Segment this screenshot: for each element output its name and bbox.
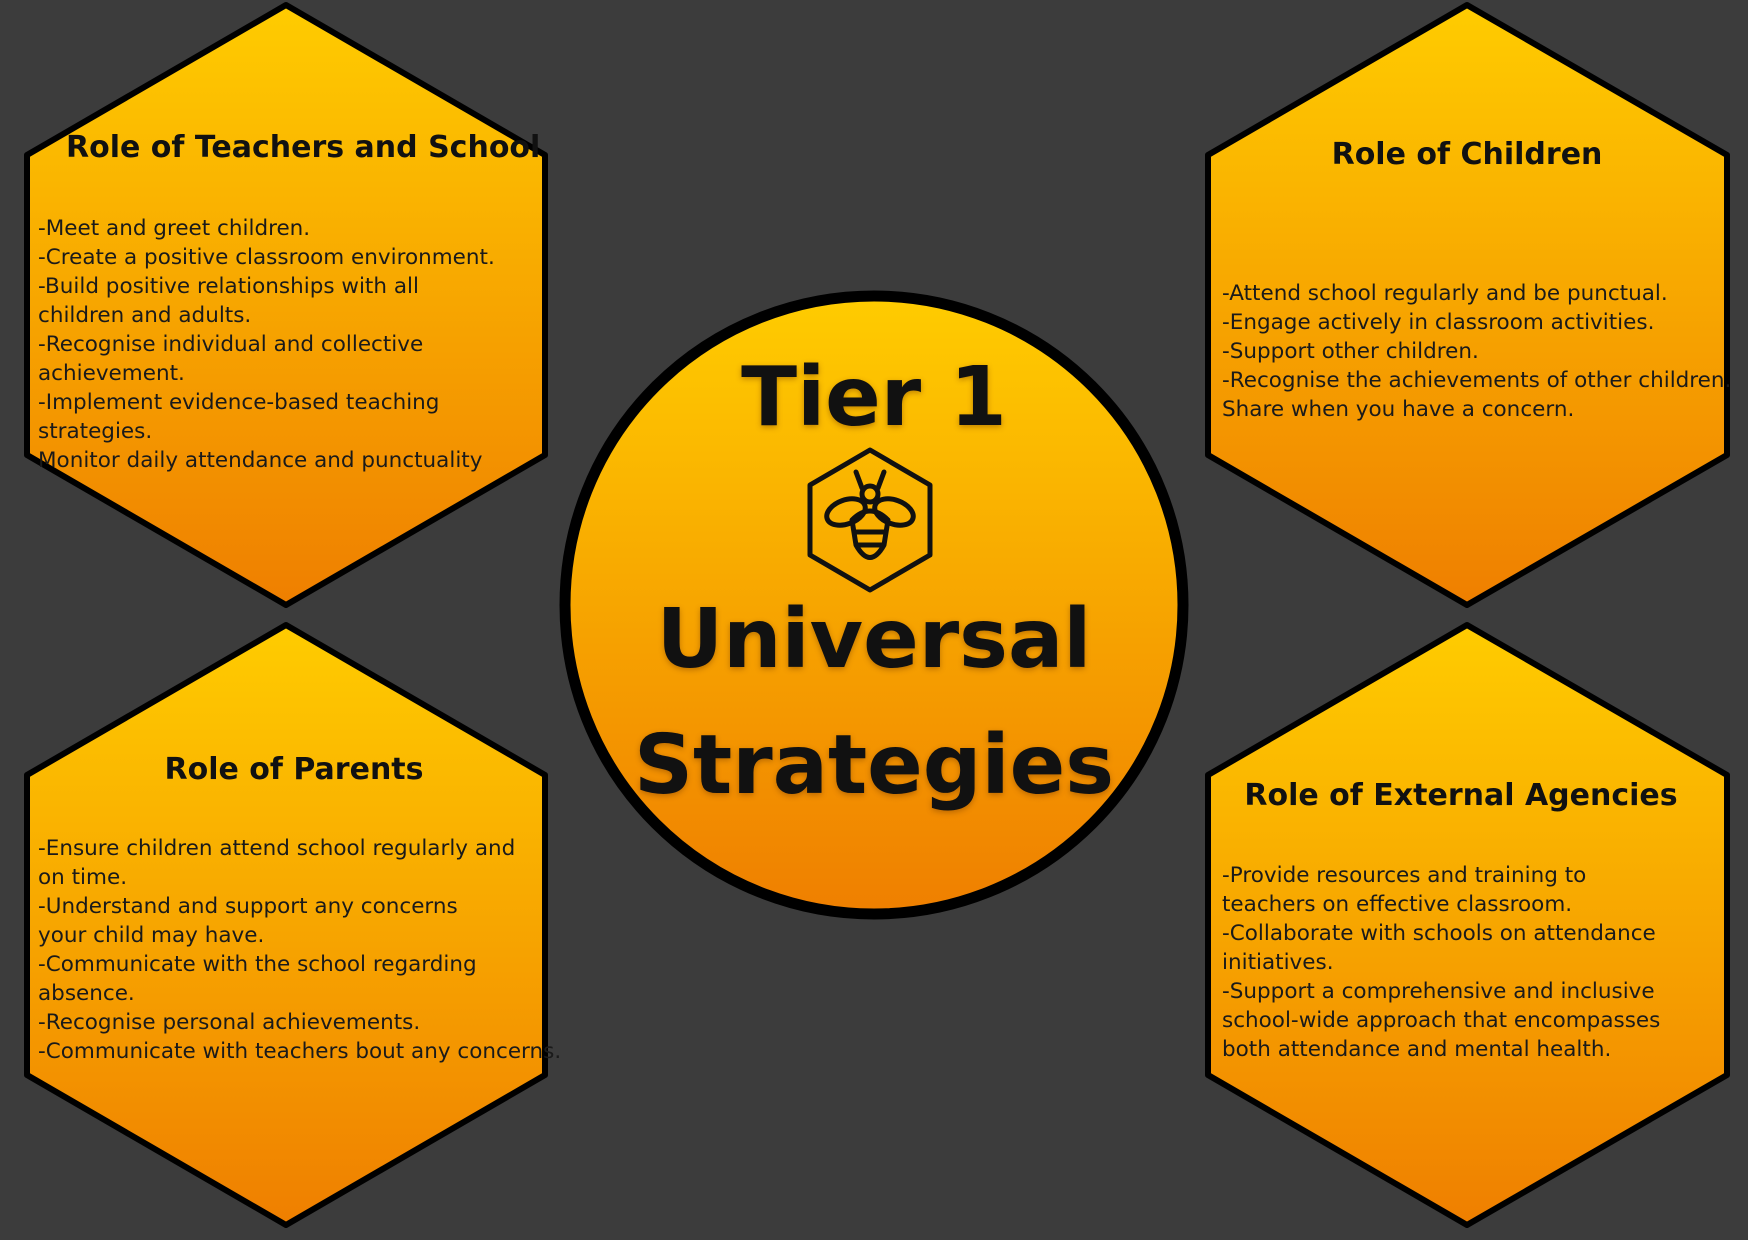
list-item: -Understand and support any concerns you… bbox=[38, 894, 458, 948]
tier-heading: Tier 1 bbox=[741, 350, 1007, 445]
list-item: -Communicate with the school regarding a… bbox=[38, 952, 477, 1006]
list-item: -Build positive relationships with all c… bbox=[38, 274, 419, 328]
list-item: -Engage actively in classroom activities… bbox=[1222, 310, 1655, 335]
list-item: -Create a positive classroom environment… bbox=[38, 245, 495, 270]
list-item: -Support other children. bbox=[1222, 339, 1479, 364]
strategies-heading: Strategies bbox=[633, 718, 1115, 813]
children-list: -Attend school regularly and be punctual… bbox=[1222, 279, 1742, 424]
list-item: -Provide resources and training to teach… bbox=[1222, 863, 1587, 917]
list-item: -Meet and greet children. bbox=[38, 216, 311, 241]
hexagon-agencies bbox=[1205, 622, 1730, 1228]
agencies-title: Role of External Agencies bbox=[1244, 778, 1678, 813]
teachers-title: Role of Teachers and School bbox=[66, 130, 541, 165]
list-item: -Recognise personal achievements. bbox=[38, 1010, 421, 1035]
bee-hexagon-icon bbox=[807, 447, 933, 593]
list-item: -Support a comprehensive and inclusive s… bbox=[1222, 979, 1661, 1062]
hexagon-teachers bbox=[24, 2, 548, 608]
list-item: Monitor daily attendance and punctuality bbox=[38, 448, 483, 473]
parents-title: Role of Parents bbox=[164, 752, 424, 787]
center-circle bbox=[559, 290, 1189, 920]
children-title: Role of Children bbox=[1331, 137, 1603, 172]
list-item: -Recognise the achievements of other chi… bbox=[1222, 368, 1732, 393]
agencies-list: -Provide resources and training to teach… bbox=[1222, 861, 1692, 1064]
list-item: -Attend school regularly and be punctual… bbox=[1222, 281, 1668, 306]
teachers-list: -Meet and greet children. -Create a posi… bbox=[38, 214, 538, 475]
list-item: -Communicate with teachers bout any conc… bbox=[38, 1039, 562, 1064]
hexagon-parents bbox=[24, 622, 548, 1228]
universal-heading: Universal bbox=[656, 592, 1092, 687]
list-item: -Recognise individual and collective ach… bbox=[38, 332, 424, 386]
list-item: -Collaborate with schools on attendance … bbox=[1222, 921, 1656, 975]
list-item: -Implement evidence-based teaching strat… bbox=[38, 390, 440, 444]
list-item: -Ensure children attend school regularly… bbox=[38, 836, 516, 890]
parents-list: -Ensure children attend school regularly… bbox=[38, 834, 562, 1066]
list-item: Share when you have a concern. bbox=[1222, 397, 1575, 422]
hexagon-children bbox=[1205, 2, 1730, 608]
